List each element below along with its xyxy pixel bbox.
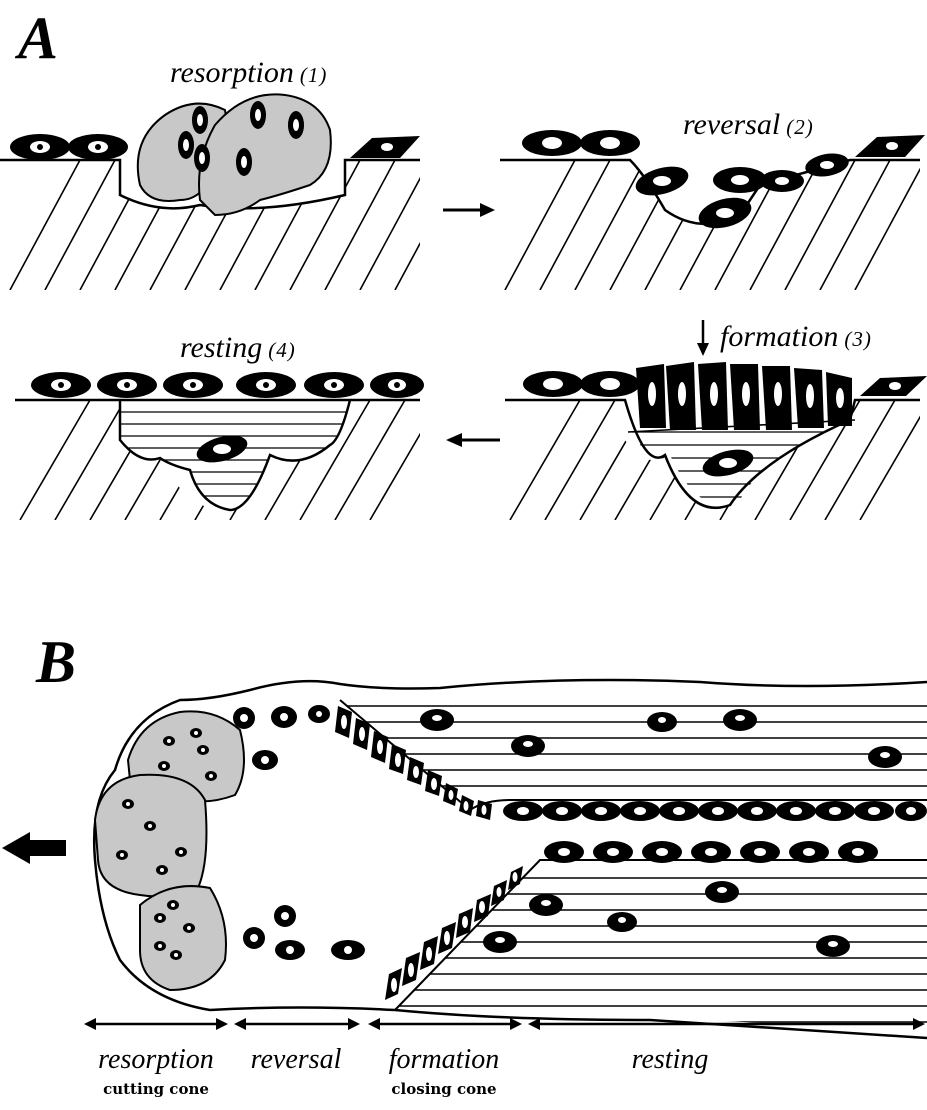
direction-arrow-icon bbox=[2, 832, 66, 864]
phase-range-arrows bbox=[84, 1018, 925, 1030]
arrow-down-icon bbox=[697, 320, 709, 356]
phase-label-reversal: reversal bbox=[240, 1046, 352, 1074]
stage-name: reversal bbox=[683, 108, 780, 141]
stage-label-resting: resting(4) bbox=[180, 333, 296, 363]
stage-number: (4) bbox=[268, 338, 296, 362]
stage-label-resorption: resorption(1) bbox=[170, 58, 327, 88]
range-arrow-reversal bbox=[234, 1018, 360, 1030]
stage-label-reversal: reversal(2) bbox=[683, 110, 814, 140]
stage-1-resorption-drawing bbox=[0, 94, 465, 290]
stage-number: (2) bbox=[786, 115, 814, 139]
phase-sub-label-resorption: cutting cone bbox=[92, 1082, 220, 1097]
panel-b-letter: B bbox=[36, 632, 76, 692]
stage-4-resting-drawing bbox=[15, 372, 440, 520]
stage-name: resorption bbox=[170, 56, 294, 89]
phase-label-resorption: resorption bbox=[92, 1046, 220, 1074]
arrow-left-icon bbox=[446, 433, 500, 447]
phase-label-formation: formation bbox=[378, 1046, 510, 1074]
stage-label-formation: formation(3) bbox=[720, 322, 872, 352]
stage-name: formation bbox=[720, 320, 838, 353]
phase-label-resting: resting bbox=[610, 1046, 730, 1074]
panel-a-letter: A bbox=[18, 8, 58, 68]
stage-name: resting bbox=[180, 331, 262, 364]
stage-2-reversal-drawing bbox=[500, 130, 925, 290]
range-arrow-formation bbox=[368, 1018, 522, 1030]
stage-number: (1) bbox=[300, 63, 328, 87]
range-arrow-resorption bbox=[84, 1018, 228, 1030]
phase-sub-label-formation: closing cone bbox=[378, 1082, 510, 1097]
stage-number: (3) bbox=[844, 327, 872, 351]
panel-b-drawing bbox=[2, 680, 927, 1038]
arrow-right-icon bbox=[443, 203, 495, 217]
